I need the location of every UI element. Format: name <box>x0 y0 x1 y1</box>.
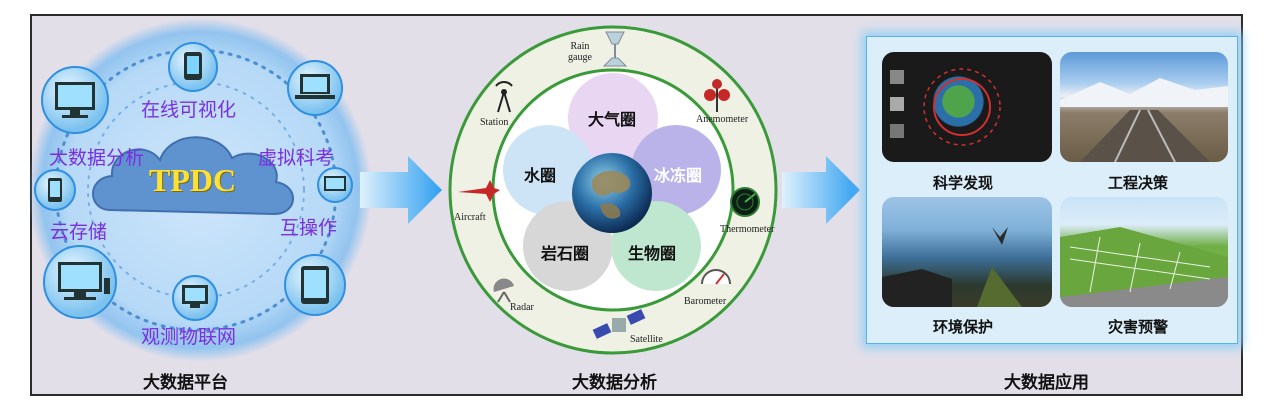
image-environment-protection <box>882 197 1052 307</box>
sphere-cryosphere: 冰冻圈 <box>654 166 703 185</box>
image-disaster-warning <box>1060 197 1228 307</box>
analysis-caption: 大数据分析 <box>572 373 657 393</box>
cloud-shape <box>92 136 294 216</box>
image-engineering-railway <box>1060 52 1228 162</box>
phone-icon-left <box>34 169 76 211</box>
arrow-analysis-to-application <box>782 156 860 224</box>
tpdc-center-label: TPDC <box>149 162 237 198</box>
feature-big-data-analysis: 大数据分析 <box>49 147 145 169</box>
radar-icon <box>493 278 514 303</box>
label-satellite: Satellite <box>630 334 663 345</box>
rain-gauge-icon <box>602 31 628 67</box>
aircraft-icon <box>458 180 500 202</box>
sphere-biosphere: 生物圈 <box>628 244 677 263</box>
label-anemometer: Anemometer <box>696 114 749 125</box>
desktop-icon-bottom <box>172 275 218 321</box>
feature-online-visualization: 在线可视化 <box>141 99 237 121</box>
feature-cloud-storage: 云存储 <box>50 221 108 243</box>
barometer-icon <box>701 269 731 285</box>
arrow-platform-to-analysis <box>360 156 442 224</box>
label-radar: Radar <box>510 302 534 313</box>
platform-caption: 大数据平台 <box>143 373 228 393</box>
monitor-icon-left <box>41 66 109 134</box>
phone-icon-top <box>168 42 218 92</box>
anemometer-icon <box>704 79 730 112</box>
feature-iot-observation: 观测物联网 <box>141 326 237 348</box>
caption-engineering-decision: 工程决策 <box>1108 174 1169 192</box>
label-rain-gauge: Rain gauge <box>568 41 592 63</box>
caption-disaster-warning: 灾害预警 <box>1108 318 1169 336</box>
label-aircraft: Aircraft <box>454 212 486 223</box>
laptop-icon-right <box>287 60 343 116</box>
sphere-atmosphere: 大气圈 <box>588 110 637 129</box>
feature-virtual-expedition: 虚拟科考 <box>258 147 335 169</box>
sphere-hydrosphere: 水圈 <box>524 166 557 185</box>
petal-cryosphere <box>631 125 721 215</box>
thermometer-icon <box>730 187 760 217</box>
desktop-icon-bottom-left <box>43 245 117 319</box>
earth-globe <box>572 153 652 233</box>
tablet-icon-bottom-right <box>284 254 346 316</box>
label-station: Station <box>480 117 509 128</box>
feature-interoperation: 互操作 <box>280 217 338 239</box>
label-thermometer: Thermometer <box>720 224 775 235</box>
label-barometer: Barometer <box>684 296 727 307</box>
image-science-discovery <box>882 52 1052 162</box>
petal-hydrosphere <box>503 125 593 215</box>
petal-atmosphere <box>568 73 658 163</box>
sphere-lithosphere: 岩石圈 <box>541 244 590 263</box>
station-icon <box>495 81 513 113</box>
satellite-icon <box>592 309 646 339</box>
caption-science-discovery: 科学发现 <box>933 174 994 192</box>
desktop-icon-right <box>317 167 353 203</box>
caption-environment-protection: 环境保护 <box>933 318 994 336</box>
application-caption: 大数据应用 <box>1004 373 1089 393</box>
